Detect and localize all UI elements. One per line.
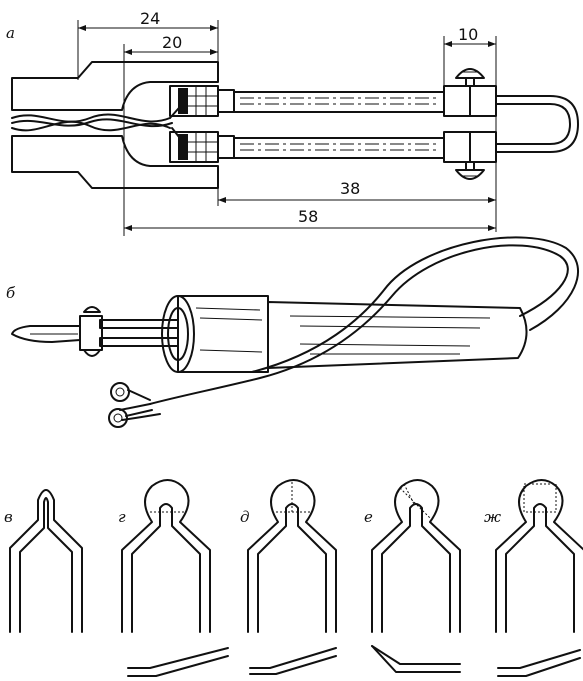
dimension-lines: 24 20 10 38 58 <box>77 9 497 236</box>
panel-a-section: а <box>6 9 579 236</box>
tip-clamp-b <box>79 315 103 351</box>
terminal-blocks <box>169 85 235 163</box>
tip-shape-e <box>371 479 461 633</box>
panel-label-d: д <box>240 508 250 526</box>
handle-upper <box>11 61 219 111</box>
panel-label-b: б <box>6 284 16 302</box>
tip-shape-zh <box>495 479 583 633</box>
handle-collar <box>177 295 269 373</box>
panel-label-a: а <box>6 24 15 42</box>
panel-label-v: в <box>4 508 13 526</box>
panel-label-g: г <box>118 508 126 526</box>
tip-shape-g <box>121 479 211 633</box>
heater-rods <box>233 91 445 159</box>
dim-10: 10 <box>458 25 478 44</box>
dim-24: 24 <box>140 9 160 28</box>
tip-clamps <box>443 68 497 180</box>
tip-shape-v <box>9 489 83 633</box>
tip-shapes-row: в г д е ж <box>4 479 583 677</box>
panel-label-e: е <box>364 508 373 526</box>
panel-b-perspective: б <box>6 236 579 428</box>
blade-tip <box>11 325 81 343</box>
tip-profiles <box>127 645 581 677</box>
dim-58: 58 <box>298 207 318 226</box>
dim-38: 38 <box>340 179 360 198</box>
handle-lower <box>11 135 219 189</box>
tip-shape-d <box>247 479 337 633</box>
power-cord <box>149 244 569 405</box>
dim-20: 20 <box>162 33 182 52</box>
connector-lugs <box>108 382 153 428</box>
u-tip <box>495 95 579 153</box>
panel-label-zh: ж <box>484 508 501 526</box>
handle-body <box>267 301 528 369</box>
twisted-cable <box>11 99 187 147</box>
